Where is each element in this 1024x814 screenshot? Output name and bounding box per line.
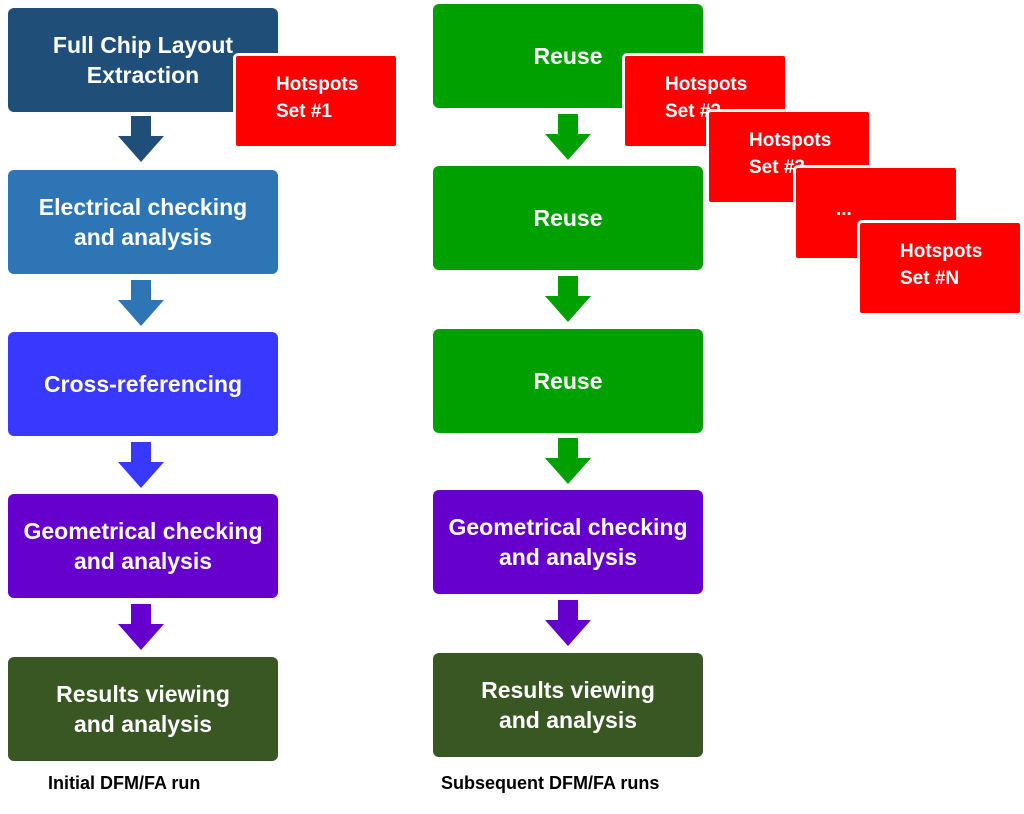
step-label: Reuse [533,43,603,69]
hotspot-label: Hotspots [276,74,359,95]
step-label: and analysis [498,544,638,570]
step-label: Reuse [533,205,603,231]
hotspot-label: Hotspots [665,74,748,95]
step-label: and analysis [498,707,638,733]
step-reuse-3: Reuse [433,329,703,433]
hotspot-label: Hotspots [900,241,983,262]
down-arrow-icon [545,600,591,646]
hotspot-label: Set #N [900,268,960,289]
step-label: Results viewing [56,681,230,707]
step-reuse-2: Reuse [433,166,703,270]
hotspots-set-3: Hotspots Set #3 [706,109,872,205]
step-geometrical-checking: Geometrical checking and analysis [433,490,703,594]
step-label: Geometrical checking [23,518,263,544]
step-geometrical-checking: Geometrical checking and analysis [8,494,278,598]
hotspot-label: Set #1 [276,101,332,122]
down-arrow-icon [545,438,591,484]
step-label: Cross-referencing [43,371,243,397]
step-results-viewing: Results viewing and analysis [8,657,278,761]
step-label: Full Chip Layout [52,32,234,58]
caption-initial-run: Initial DFM/FA run [48,773,201,793]
hotspots-set-n: Hotspots Set #N [857,220,1023,316]
hotspot-label: ... [836,199,852,220]
down-arrow-icon [118,116,164,162]
down-arrow-icon [118,442,164,488]
step-label: and analysis [73,224,213,250]
step-label: and analysis [73,548,213,574]
step-label: Geometrical checking [448,514,688,540]
down-arrow-icon [545,276,591,322]
hotspots-set-1: Hotspots Set #1 [233,53,399,149]
step-label: Results viewing [481,677,655,703]
down-arrow-icon [545,114,591,160]
down-arrow-icon [118,280,164,326]
step-results-viewing: Results viewing and analysis [433,653,703,757]
step-label: Extraction [86,62,200,88]
step-electrical-checking: Electrical checking and analysis [8,170,278,274]
hotspot-label: Hotspots [749,130,832,151]
down-arrow-icon [118,604,164,650]
step-label: Reuse [533,368,603,394]
caption-subsequent-runs: Subsequent DFM/FA runs [441,773,660,793]
hotspot-label: Set #3 [749,157,805,178]
step-label: Electrical checking [38,194,248,220]
step-label: and analysis [73,711,213,737]
step-cross-referencing: Cross-referencing [8,332,278,436]
